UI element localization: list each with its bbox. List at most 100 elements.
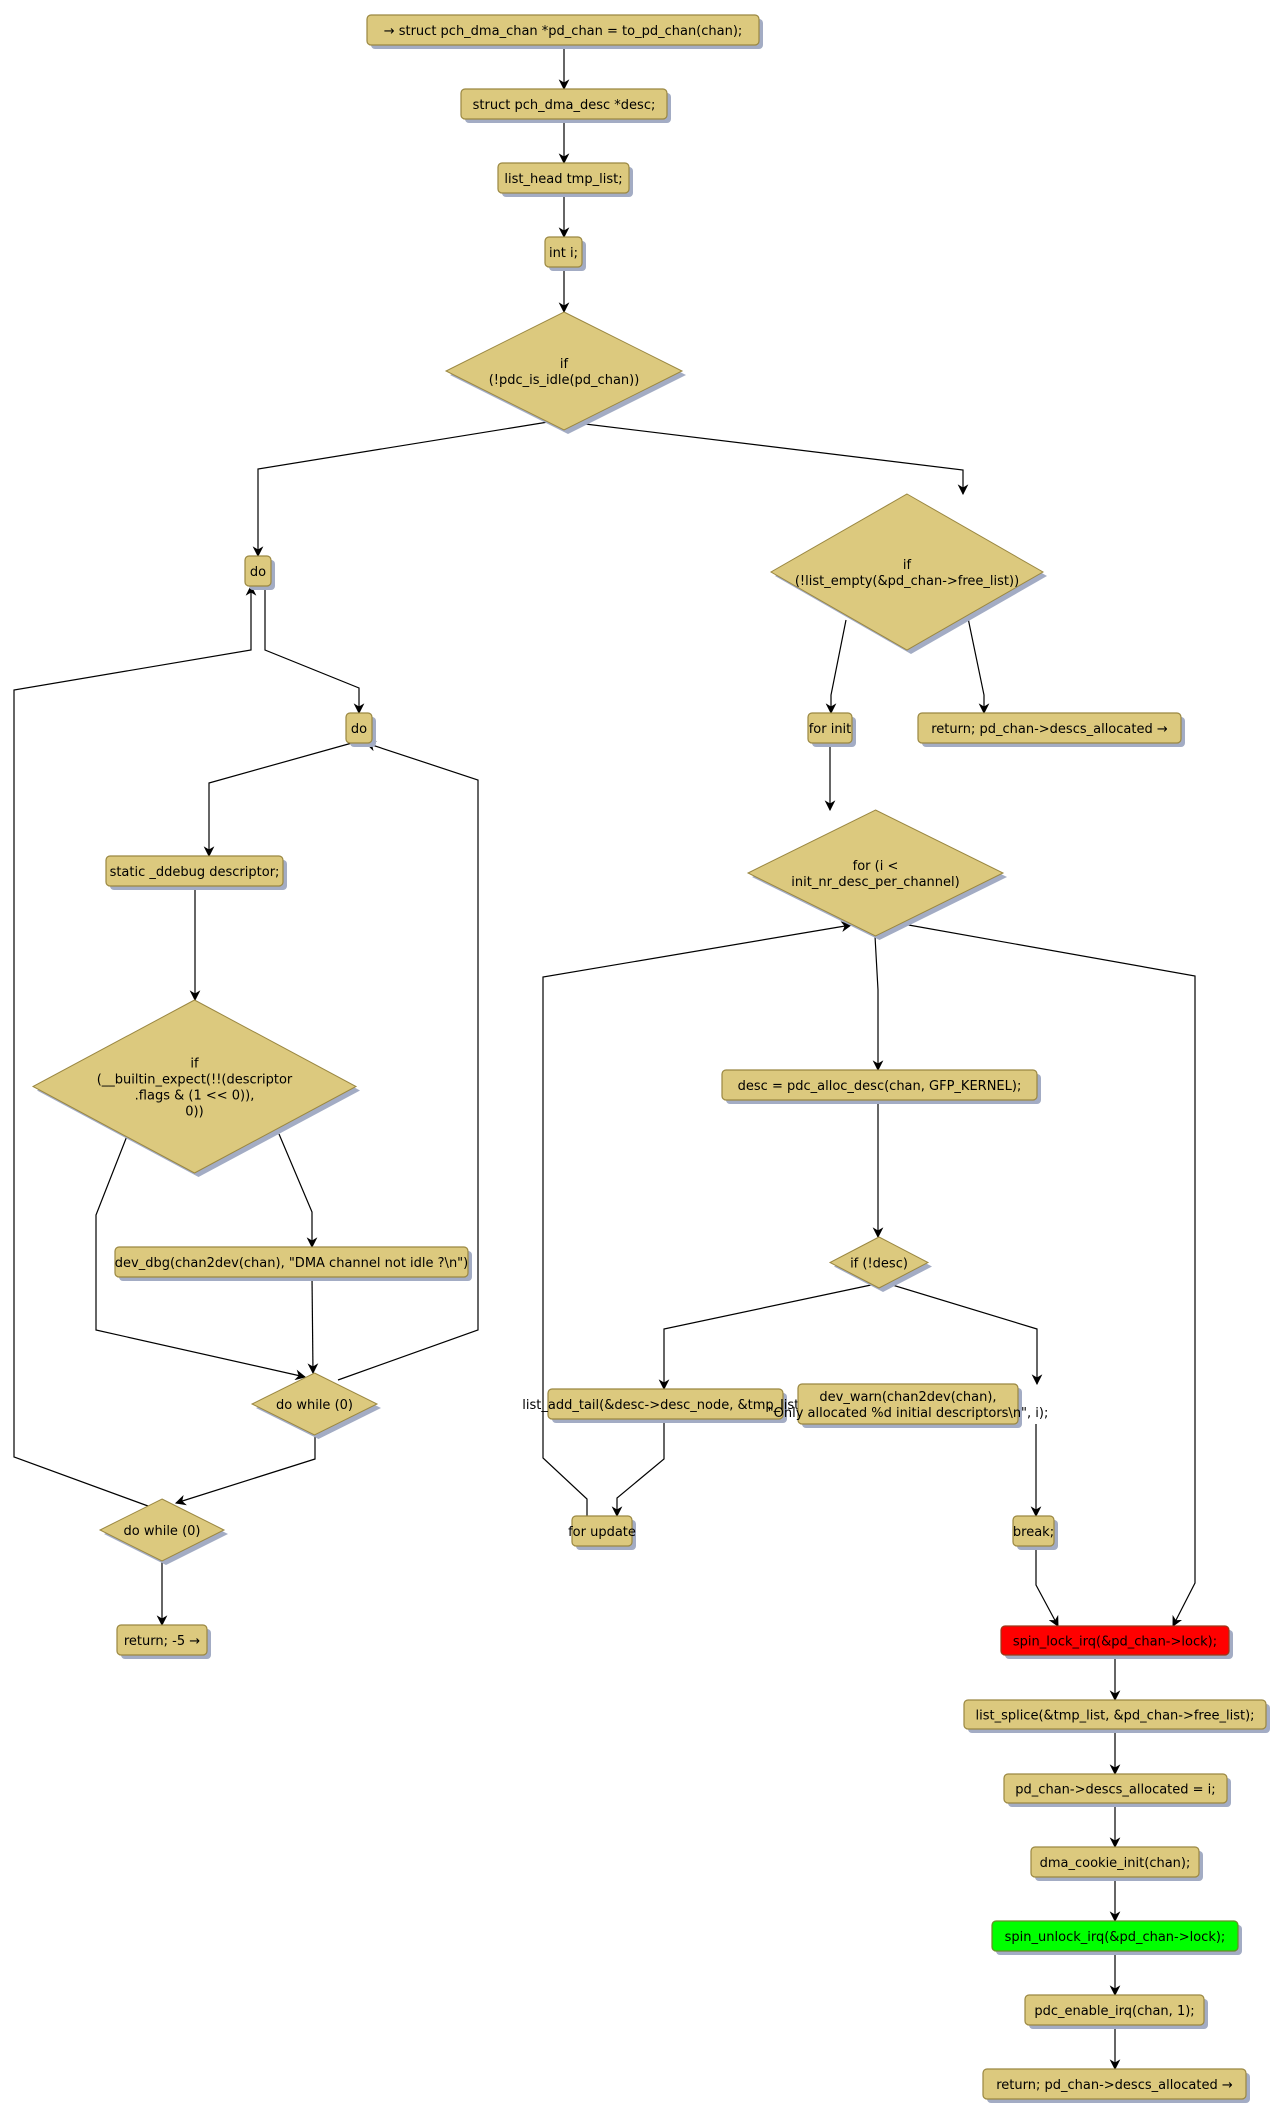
flow-arrow (888, 1283, 1043, 1386)
static-descriptor-node: static _ddebug descriptor; (105, 855, 287, 890)
dma-cookie-init-node: dma_cookie_init(chan); (1030, 1846, 1203, 1881)
return-eio-node: return; -5 → (116, 1624, 211, 1659)
node-label: → struct pch_dma_chan *pd_chan = to_pd_c… (384, 24, 743, 39)
node-box (721, 1069, 1038, 1101)
return-final-node: return; pd_chan->descs_allocated → (982, 2068, 1250, 2103)
node-box (963, 1699, 1267, 1730)
node-label: (__builtin_expect(!!(descriptor (97, 1073, 293, 1088)
flow-arrow (967, 617, 990, 715)
node-box (1030, 1846, 1200, 1878)
dev-dbg-node: dev_dbg(chan2dev(chan), "DMA channel not… (114, 1246, 472, 1281)
flow-arrow (264, 586, 365, 715)
node-diamond (250, 1372, 379, 1436)
tmp-list-declaration: list_head tmp_list; (497, 162, 633, 197)
entry-statement: → struct pch_dma_chan *pd_chan = to_pd_c… (366, 14, 763, 49)
node-box (571, 1515, 633, 1547)
node-box (105, 855, 284, 887)
node-label: break; (1013, 1525, 1054, 1540)
set-descs-allocated-node: pd_chan->descs_allocated = i; (1003, 1773, 1231, 1807)
node-label: list_head tmp_list; (504, 172, 622, 187)
flow-arrow (902, 923, 1196, 1627)
node-box (1003, 1773, 1228, 1804)
node-label: static _ddebug descriptor; (110, 865, 280, 880)
node-label: pd_chan->descs_allocated = i; (1015, 1783, 1215, 1798)
outer-do-node: do (244, 555, 275, 590)
node-label: dma_cookie_init(chan); (1040, 1856, 1191, 1871)
break-node: break; (1012, 1515, 1058, 1550)
node-diamond (746, 809, 1005, 937)
outer-do-while-decision: do while (0) (98, 1498, 228, 1565)
node-label: return; pd_chan->descs_allocated → (996, 2078, 1233, 2093)
list-add-tail-node: list_add_tail(&desc->desc_node, &tmp_lis… (522, 1388, 809, 1423)
i-declaration: int i; (544, 236, 586, 271)
flow-arrow (13, 584, 257, 1507)
node-label: list_add_tail(&desc->desc_node, &tmp_lis… (522, 1398, 808, 1413)
flow-arrow (307, 1276, 319, 1375)
node-label: do while (0) (276, 1398, 353, 1413)
node-box (366, 14, 760, 46)
node-label: init_nr_desc_per_channel) (791, 875, 959, 890)
spin-unlock-node: spin_unlock_irq(&pd_chan->lock); (991, 1920, 1242, 1955)
node-box (1000, 1625, 1230, 1656)
node-label: if (560, 357, 569, 372)
node-box (797, 1383, 1019, 1425)
if-list-not-empty-decision: if(!list_empty(&pd_chan->free_list)) (769, 493, 1047, 654)
spin-lock-node: spin_lock_irq(&pd_chan->lock); (1000, 1625, 1233, 1659)
if-builtin-expect-decision: if(__builtin_expect(!!(descriptor.flags … (31, 999, 360, 1177)
node-box (807, 712, 853, 744)
node-box (1024, 1994, 1205, 2026)
node-label: for init (809, 722, 852, 737)
node-label: return; -5 → (124, 1634, 200, 1649)
if-not-desc-decision: if (!desc) (828, 1236, 932, 1292)
flow-arrow (611, 1419, 665, 1518)
node-label: do (351, 722, 367, 737)
list-splice-node: list_splice(&tmp_list, &pd_chan->free_li… (963, 1699, 1270, 1733)
node-label: do (250, 565, 266, 580)
node-label: do while (0) (124, 1524, 201, 1539)
nodes: → struct pch_dma_chan *pd_chan = to_pd_c… (31, 14, 1270, 2103)
inner-do-while-decision: do while (0) (250, 1372, 381, 1439)
flow-arrow (825, 619, 847, 715)
node-label: pdc_enable_irq(chan, 1); (1034, 2004, 1194, 2019)
flow-arrow (95, 1135, 307, 1381)
node-label: dev_warn(chan2dev(chan), (819, 1390, 996, 1405)
enable-irq-node: pdc_enable_irq(chan, 1); (1024, 1994, 1208, 2029)
node-label: dev_dbg(chan2dev(chan), "DMA channel not… (115, 1256, 468, 1271)
node-box (244, 555, 272, 587)
node-label: int i; (549, 246, 578, 261)
node-label: for (i < (853, 859, 899, 874)
flow-arrow (872, 935, 884, 1072)
edges (13, 45, 1196, 2071)
node-label: 0)) (185, 1105, 203, 1120)
node-box (114, 1246, 469, 1278)
dev-warn-node: dev_warn(chan2dev(chan),"Only allocated … (768, 1383, 1049, 1428)
desc-declaration: struct pch_dma_desc *desc; (460, 88, 671, 123)
node-box (991, 1920, 1239, 1952)
node-label: if (!desc) (850, 1257, 908, 1272)
node-diamond (828, 1236, 930, 1289)
flow-arrow (174, 1435, 316, 1506)
node-diamond (769, 493, 1045, 651)
node-label: spin_lock_irq(&pd_chan->lock); (1013, 1635, 1217, 1650)
node-label: "Only allocated %d initial descriptors\n… (768, 1406, 1049, 1421)
for-update-node: for update (568, 1515, 636, 1550)
node-label: return; pd_chan->descs_allocated → (931, 722, 1168, 737)
node-label: (!list_empty(&pd_chan->free_list)) (795, 574, 1019, 589)
flow-arrow (203, 742, 353, 858)
node-label: .flags & (1 << 0)), (135, 1089, 255, 1104)
node-label: if (903, 558, 912, 573)
node-box (917, 712, 1182, 744)
alloc-desc-node: desc = pdc_alloc_desc(chan, GFP_KERNEL); (721, 1069, 1041, 1104)
flow-arrow (278, 1133, 318, 1249)
node-label: struct pch_dma_desc *desc; (473, 98, 656, 113)
node-diamond (98, 1498, 226, 1562)
return-early-node: return; pd_chan->descs_allocated → (917, 712, 1185, 747)
node-label: if (190, 1057, 199, 1072)
node-box (544, 236, 583, 268)
for-condition-decision: for (i <init_nr_desc_per_channel) (746, 809, 1007, 940)
node-box (460, 88, 668, 120)
node-diamond (444, 311, 684, 431)
flow-arrow (576, 422, 969, 496)
node-box (116, 1624, 208, 1656)
